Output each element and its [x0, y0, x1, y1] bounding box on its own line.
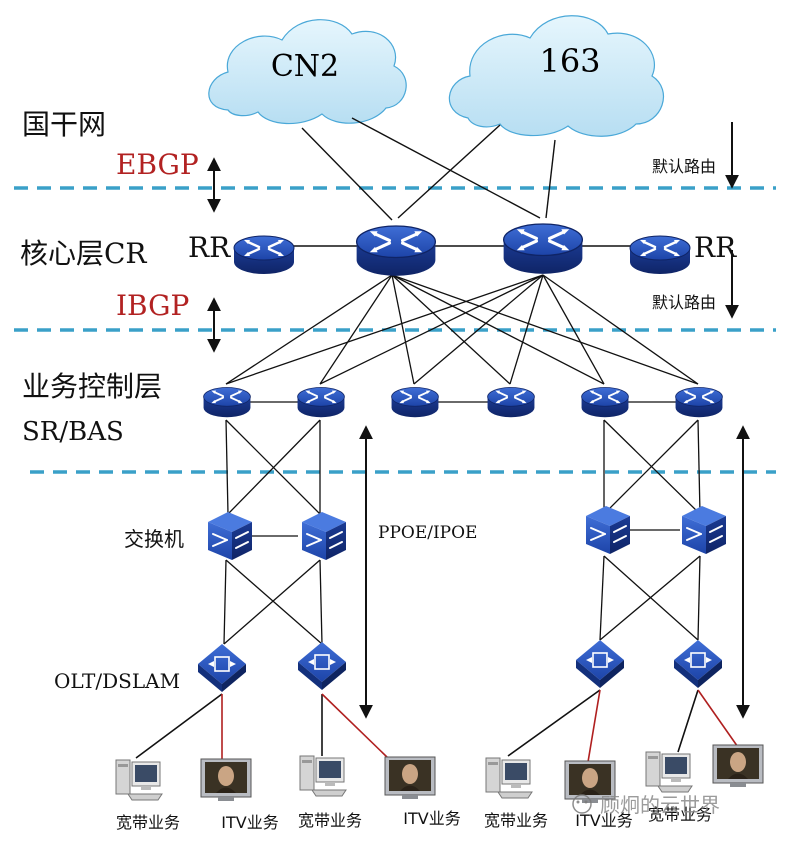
switch-1 [207, 511, 253, 561]
layer-label-control: 业务控制层 [22, 370, 162, 403]
protocol-label-ppoe: PPOE/IPOE [378, 523, 477, 543]
switch-3 [585, 505, 631, 555]
switch-2 [301, 511, 347, 561]
service-label-5: 宽带业务 [484, 811, 548, 830]
watermark: 顾炯的云世界 [572, 793, 720, 817]
pc-terminal-2 [299, 755, 347, 797]
rr-router-left [232, 234, 296, 276]
links-control-switch [225, 419, 701, 537]
switch-label: 交换机 [124, 527, 184, 551]
pc-terminal-3 [485, 757, 533, 799]
sr-router-6 [674, 386, 724, 419]
layer-label-backbone: 国干网 [22, 108, 106, 141]
service-label-3: 宽带业务 [298, 811, 362, 830]
service-label-4: ITV业务 [403, 809, 460, 828]
service-label-6: ITV业务 [575, 811, 632, 830]
service-label-7: 宽带业务 [648, 805, 712, 824]
cloud-label-163: 163 [539, 42, 600, 80]
olt-1 [197, 643, 247, 693]
tv-terminal-1 [200, 758, 252, 802]
layer-label-control-2: SR/BAS [22, 417, 124, 447]
olt-label: OLT/DSLAM [54, 669, 180, 693]
cloud-163: 163 [448, 15, 664, 137]
default-route-label-1: 默认路由 [652, 157, 716, 176]
rr-router-right [628, 234, 692, 276]
sr-router-3 [390, 386, 440, 419]
cloud-cn2: CN2 [208, 19, 407, 125]
service-label-1: 宽带业务 [116, 813, 180, 832]
tv-terminal-2 [384, 756, 436, 800]
links-switch-olt [223, 555, 701, 645]
tv-terminal-4 [712, 744, 764, 788]
rr-label-left: RR [188, 231, 231, 264]
switch-4 [681, 505, 727, 555]
cloud-label-cn2: CN2 [271, 49, 339, 84]
default-route-label-2: 默认路由 [652, 293, 716, 312]
protocol-label-ibgp: IBGP [116, 289, 189, 322]
layer-separators [14, 186, 776, 474]
pc-terminal-1 [115, 759, 163, 801]
olt-3 [575, 639, 625, 689]
links-cloud-core [301, 117, 556, 221]
pc-terminal-4 [645, 751, 693, 793]
rr-label-right: RR [694, 231, 737, 264]
protocol-arrows [207, 122, 750, 719]
sr-router-2 [296, 386, 346, 419]
wechat-icon [572, 794, 592, 814]
links-core-control [225, 274, 699, 385]
sr-router-1 [202, 386, 252, 419]
service-label-2: ITV业务 [221, 813, 278, 832]
core-router-left [355, 224, 437, 278]
links-olt-terminal [135, 689, 741, 763]
watermark-text: 顾炯的云世界 [600, 793, 720, 817]
protocol-label-ebgp: EBGP [116, 148, 199, 181]
olt-2 [297, 641, 347, 691]
sr-router-4 [486, 386, 536, 419]
core-router-right [502, 222, 584, 276]
sr-router-5 [580, 386, 630, 419]
olt-4 [673, 639, 723, 689]
layer-label-core: 核心层CR [20, 237, 147, 270]
